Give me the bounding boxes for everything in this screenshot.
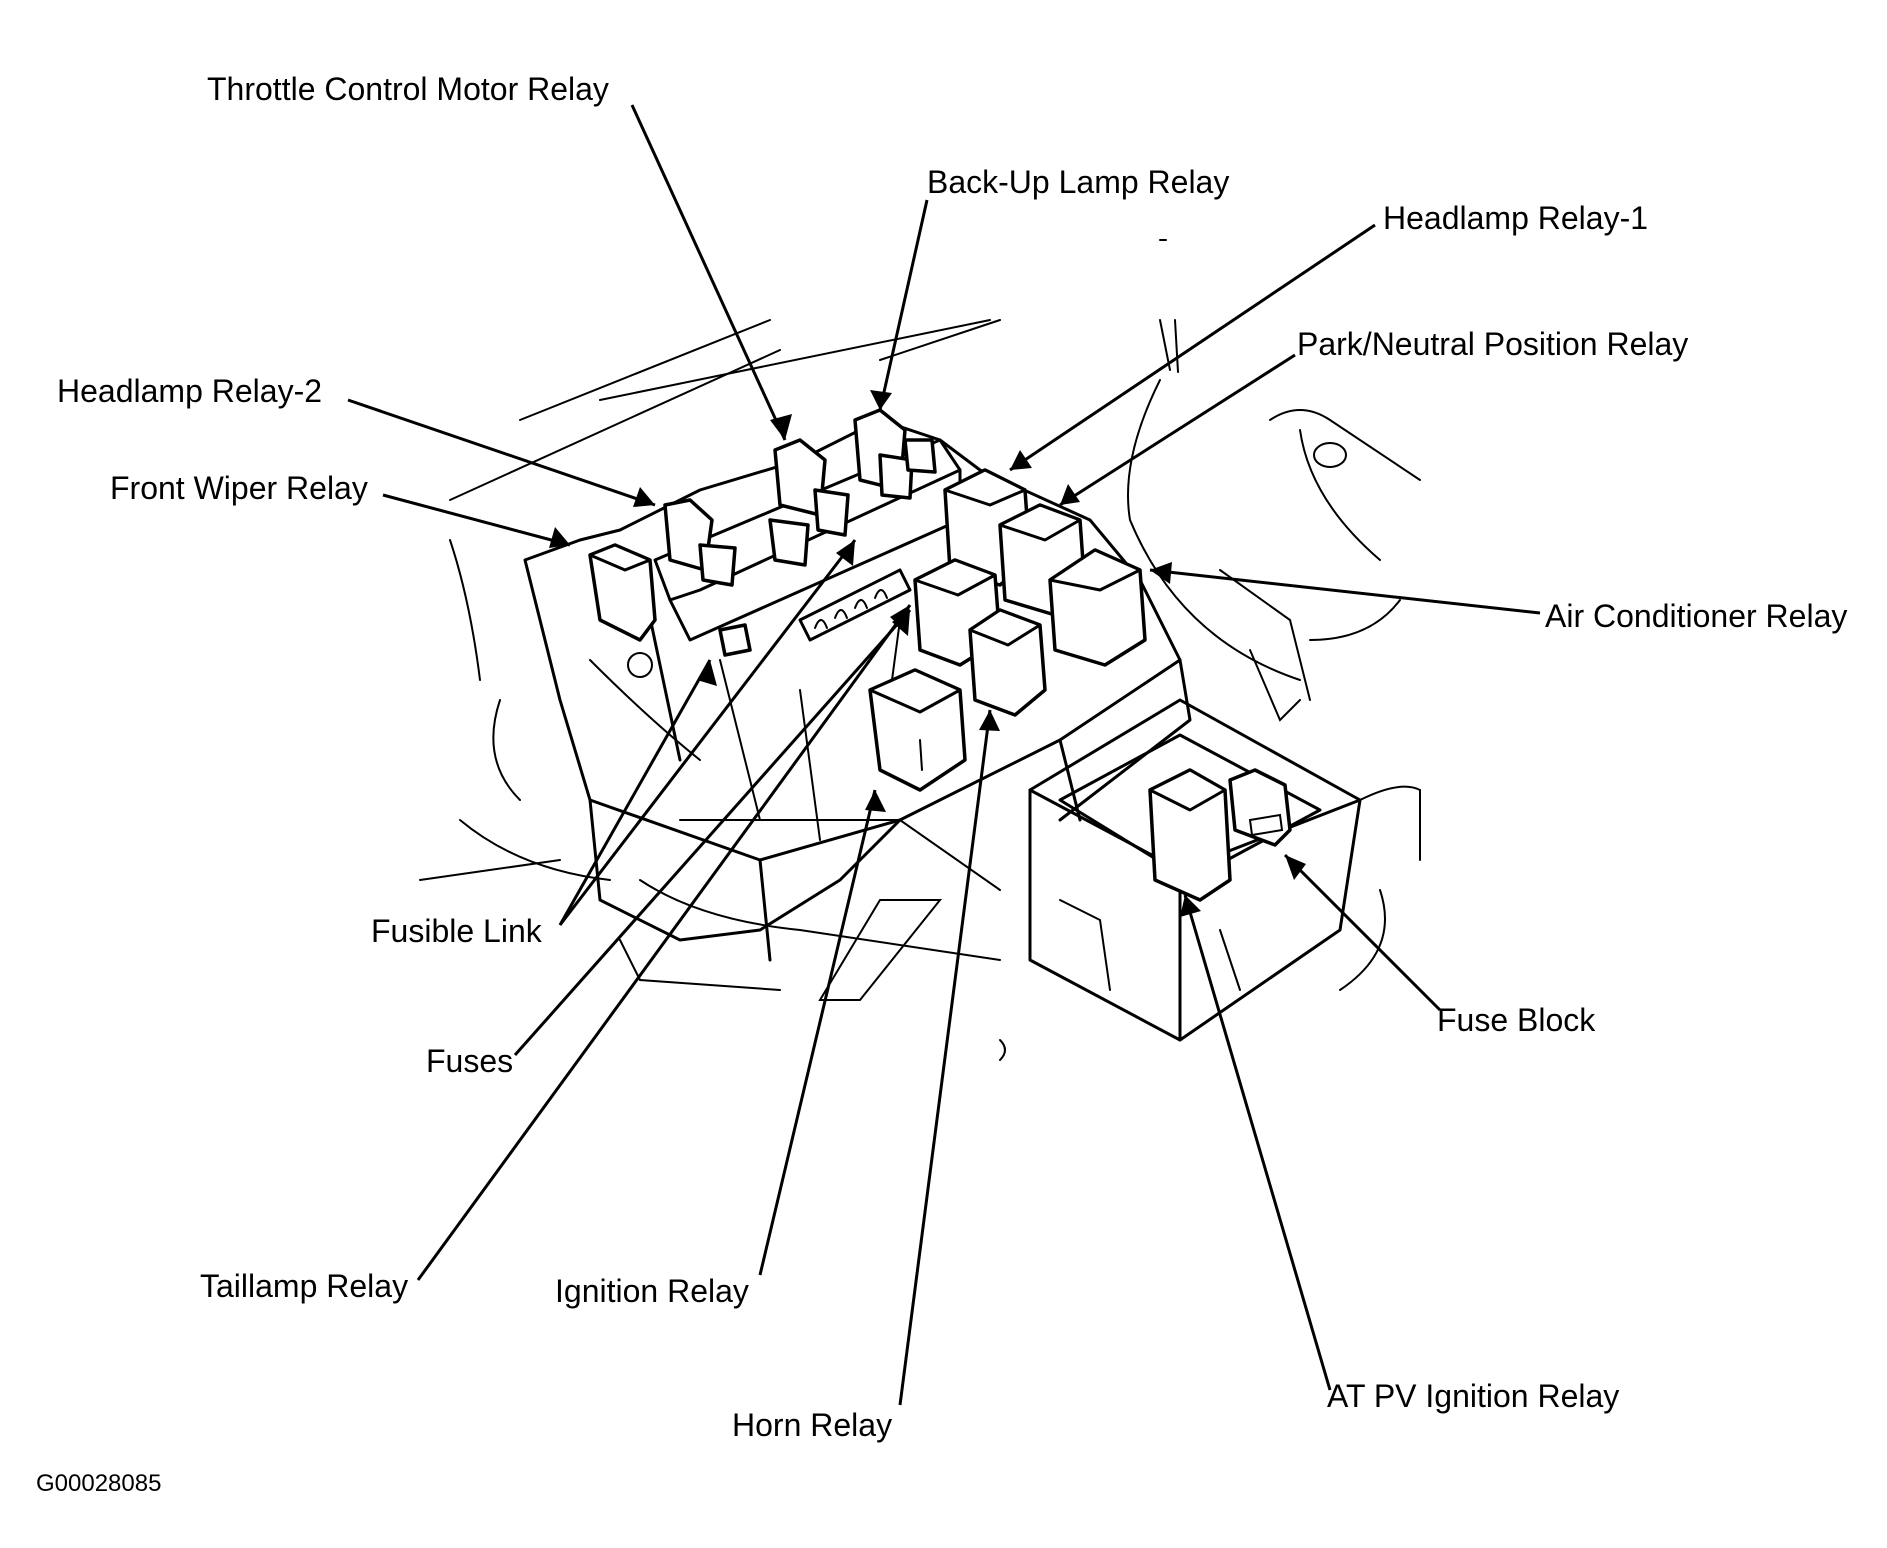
label-at-pv-ignition-relay: AT PV Ignition Relay <box>1327 1378 1619 1414</box>
label-front-wiper-relay: Front Wiper Relay <box>110 470 368 506</box>
leader-ignition <box>758 789 877 1276</box>
label-fusible-link: Fusible Link <box>371 913 543 949</box>
label-ignition-relay: Ignition Relay <box>555 1273 749 1309</box>
leader-park <box>1059 353 1296 507</box>
leader-lines <box>347 104 1541 1406</box>
leader-fuse-block <box>1283 853 1442 1012</box>
callout-labels: Throttle Control Motor Relay Back-Up Lam… <box>36 71 1847 1497</box>
figure-code: G00028085 <box>36 1470 161 1497</box>
leader-taillamp <box>416 604 912 1281</box>
label-throttle-control-motor-relay: Throttle Control Motor Relay <box>207 71 609 107</box>
label-headlamp-relay-1: Headlamp Relay-1 <box>1383 200 1648 236</box>
leader-wiper <box>382 493 571 547</box>
leader-horn <box>898 709 992 1406</box>
leader-fusible-a <box>558 659 712 926</box>
large-relays <box>868 468 1147 792</box>
relay-box-housing <box>523 418 1192 962</box>
label-air-conditioner-relay: Air Conditioner Relay <box>1545 598 1847 634</box>
leader-backup <box>878 199 929 411</box>
upper-rail-relays <box>588 408 937 678</box>
label-park-neutral-position-relay: Park/Neutral Position Relay <box>1297 326 1688 362</box>
label-horn-relay: Horn Relay <box>732 1407 892 1443</box>
label-fuse-block: Fuse Block <box>1437 1002 1596 1038</box>
leader-fusible-b <box>558 539 857 926</box>
label-taillamp-relay: Taillamp Relay <box>200 1268 408 1304</box>
leader-atpv <box>1183 894 1332 1391</box>
leader-aircon <box>1149 568 1541 615</box>
label-headlamp-relay-2: Headlamp Relay-2 <box>57 373 322 409</box>
fuse-block-drawing <box>1028 698 1362 1042</box>
leader-fuses <box>513 609 912 1056</box>
leader-headlamp1 <box>1009 223 1376 472</box>
label-fuses: Fuses <box>426 1043 513 1079</box>
label-back-up-lamp-relay: Back-Up Lamp Relay <box>927 164 1229 200</box>
leader-headlamp2 <box>347 398 656 507</box>
leader-throttle <box>630 104 787 441</box>
